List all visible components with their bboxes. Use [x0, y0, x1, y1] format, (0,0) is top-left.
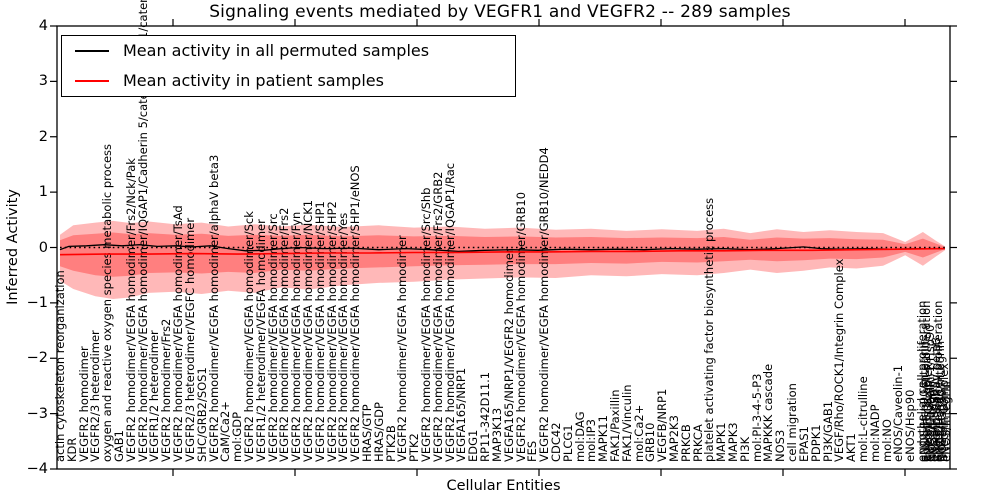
chart-title: Signaling events mediated by VEGFR1 and … — [209, 2, 791, 22]
legend-label-patient: Mean activity in patient samples — [123, 71, 384, 90]
legend-line-sample-patient — [75, 80, 109, 82]
y-axis-label: Inferred Activity — [5, 189, 21, 305]
legend-label-permuted: Mean activity in all permuted samples — [123, 41, 430, 60]
inner-confidence-band — [60, 232, 945, 277]
y-tick-label: 3 — [38, 73, 48, 90]
legend-line-sample-permuted — [75, 50, 109, 52]
y-tick-label: 0 — [38, 239, 48, 256]
outer-confidence-band — [60, 220, 945, 299]
y-tick-label: 2 — [38, 128, 48, 145]
series-Mean-activity-in-patient-samples — [59, 247, 946, 256]
y-tick-label: 4 — [38, 18, 48, 34]
y-tick-label: −4 — [26, 461, 48, 477]
legend-entry-permuted: Mean activity in all permuted samples — [62, 36, 515, 66]
x-axis-label: Cellular Entities — [446, 478, 561, 494]
legend: Mean activity in all permuted samples Me… — [61, 35, 516, 97]
y-tick-label: −2 — [26, 350, 48, 367]
y-tick-label: −3 — [26, 405, 48, 422]
legend-entry-patient: Mean activity in patient samples — [62, 66, 515, 96]
y-tick-label: 1 — [38, 184, 48, 201]
y-tick-label: −1 — [26, 294, 48, 311]
